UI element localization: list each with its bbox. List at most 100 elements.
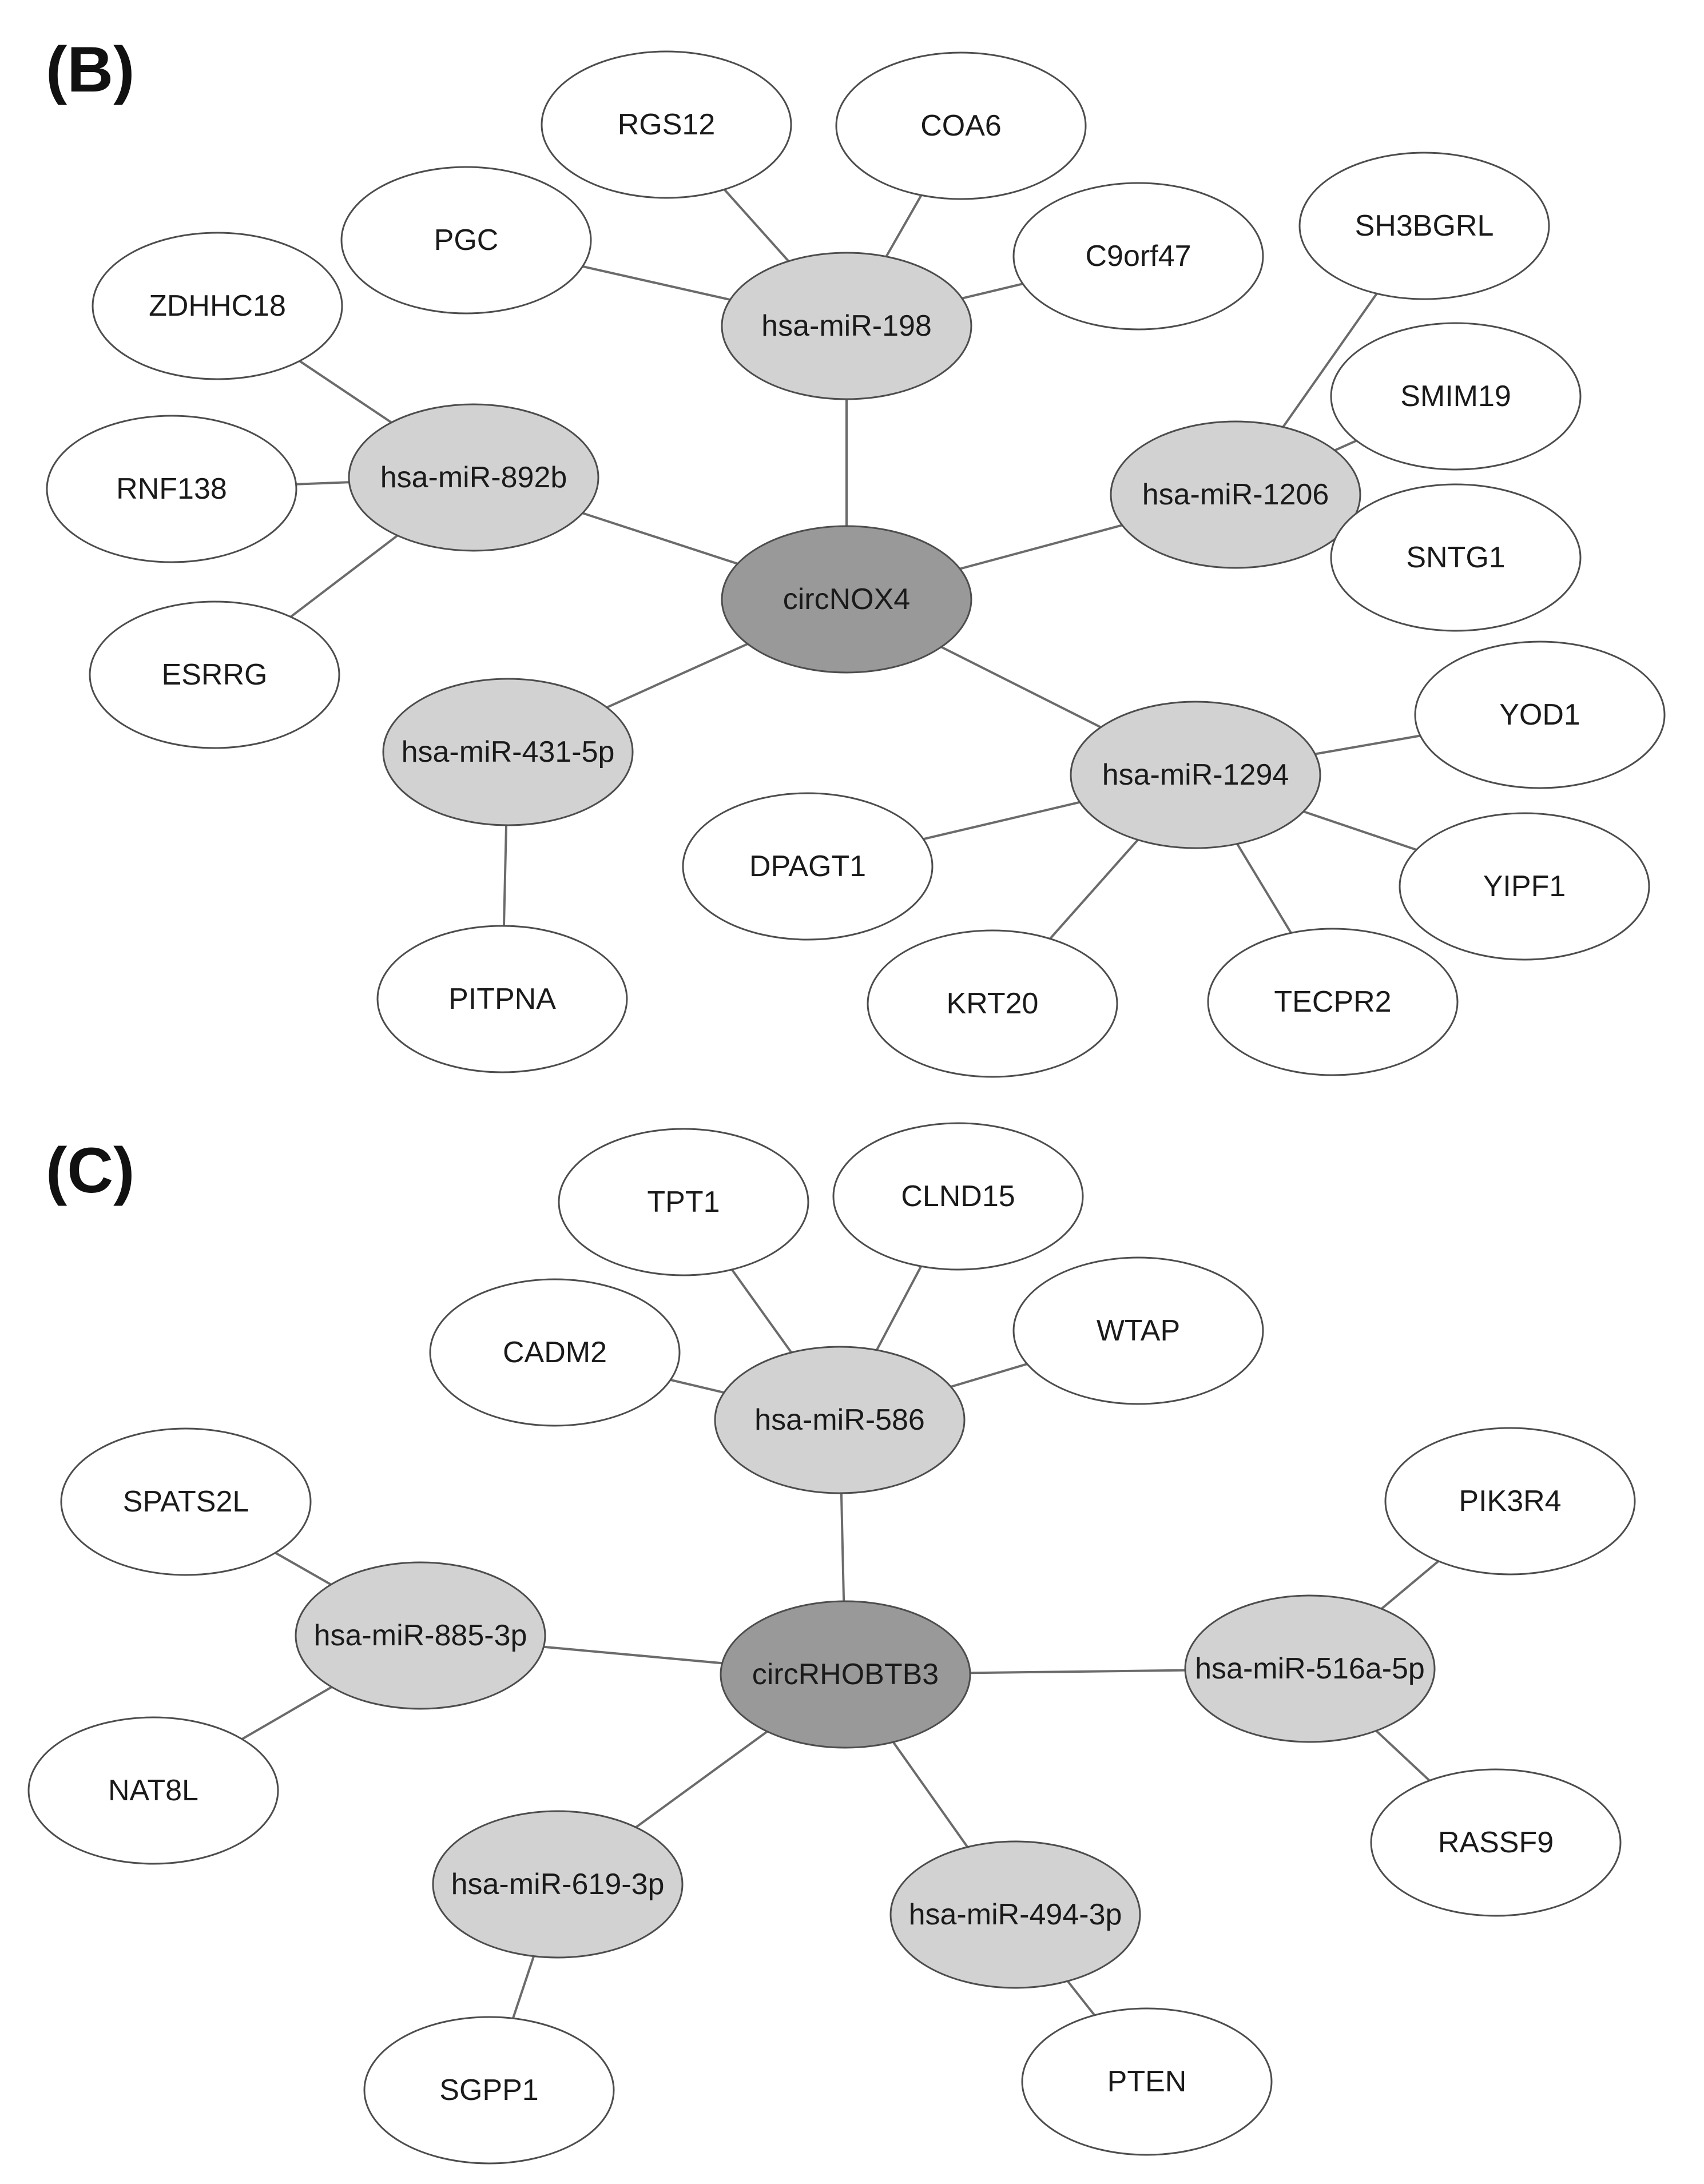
mirna-ellipse: [714, 1346, 966, 1494]
gene-node-pten: PTEN: [1021, 2007, 1273, 2156]
mirna-label: hsa-miR-431-5p: [402, 735, 615, 769]
mirna-ellipse: [382, 678, 634, 826]
gene-label: YOD1: [1499, 698, 1580, 731]
gene-ellipse: [867, 929, 1118, 1078]
gene-label: SH3BGRL: [1355, 209, 1494, 242]
gene-ellipse: [682, 792, 934, 941]
gene-node-rnf138: RNF138: [46, 415, 297, 563]
gene-ellipse: [1012, 1256, 1264, 1405]
gene-node-rassf9: RASSF9: [1370, 1768, 1622, 1917]
gene-label: PTEN: [1107, 2065, 1187, 2098]
gene-ellipse: [46, 415, 297, 563]
gene-node-esrrg: ESRRG: [89, 600, 340, 749]
gene-label: WTAP: [1097, 1314, 1180, 1347]
gene-node-krt20: KRT20: [867, 929, 1118, 1078]
gene-ellipse: [1399, 812, 1650, 961]
gene-node-sntg1: SNTG1: [1330, 483, 1582, 632]
gene-node-coa6: COA6: [835, 51, 1087, 200]
gene-label: PGC: [434, 224, 499, 257]
mirna-node-hsa-mir-885-3p: hsa-miR-885-3p: [295, 1561, 546, 1710]
gene-label: C9orf47: [1086, 240, 1191, 273]
gene-node-sh3bgrl: SH3BGRL: [1298, 152, 1550, 300]
gene-label: CLND15: [901, 1180, 1015, 1213]
gene-label: PIK3R4: [1459, 1485, 1561, 1518]
gene-node-c9orf47: C9orf47: [1012, 182, 1264, 331]
gene-label: TPT1: [647, 1186, 720, 1219]
gene-node-pgc: PGC: [340, 166, 592, 315]
gene-node-cadm2: CADM2: [429, 1278, 681, 1427]
gene-ellipse: [60, 1427, 312, 1576]
gene-node-spats2l: SPATS2L: [60, 1427, 312, 1576]
gene-ellipse: [1414, 641, 1666, 789]
gene-node-smim19: SMIM19: [1330, 322, 1582, 471]
mirna-label: hsa-miR-892b: [380, 461, 567, 494]
mirna-ellipse: [1070, 701, 1321, 849]
gene-ellipse: [1330, 322, 1582, 471]
gene-node-tecpr2: TECPR2: [1207, 928, 1459, 1076]
mirna-node-hsa-mir-516a-5p: hsa-miR-516a-5p: [1184, 1594, 1436, 1743]
mirna-node-hsa-mir-198: hsa-miR-198: [721, 252, 972, 400]
gene-label: KRT20: [947, 987, 1039, 1020]
gene-ellipse: [1207, 928, 1459, 1076]
gene-ellipse: [541, 50, 792, 199]
gene-ellipse: [832, 1122, 1084, 1271]
gene-ellipse: [1298, 152, 1550, 300]
circrna-ellipse: [720, 1600, 971, 1749]
gene-label: SMIM19: [1400, 380, 1511, 413]
mirna-node-hsa-mir-494-3p: hsa-miR-494-3p: [889, 1840, 1141, 1989]
mirna-node-hsa-mir-431-5p: hsa-miR-431-5p: [382, 678, 634, 826]
gene-label: SNTG1: [1406, 541, 1505, 574]
gene-node-tpt1: TPT1: [558, 1128, 809, 1276]
gene-ellipse: [1012, 182, 1264, 331]
mirna-label: hsa-miR-198: [761, 309, 932, 343]
gene-label: YIPF1: [1483, 870, 1566, 903]
gene-ellipse: [89, 600, 340, 749]
mirna-label: hsa-miR-586: [754, 1403, 925, 1437]
mirna-node-hsa-mir-892b: hsa-miR-892b: [348, 403, 599, 552]
mirna-label: hsa-miR-1294: [1102, 758, 1289, 791]
gene-label: CADM2: [503, 1336, 607, 1369]
gene-node-pitpna: PITPNA: [376, 925, 628, 1073]
gene-label: RASSF9: [1438, 1826, 1554, 1859]
gene-ellipse: [376, 925, 628, 1073]
mirna-label: hsa-miR-1206: [1142, 478, 1329, 511]
gene-ellipse: [363, 2016, 615, 2165]
mirna-label: hsa-miR-494-3p: [909, 1898, 1122, 1931]
circrna-node-circrhobtb3: circRHOBTB3: [720, 1600, 971, 1749]
gene-node-wtap: WTAP: [1012, 1256, 1264, 1405]
gene-node-pik3r4: PIK3R4: [1384, 1427, 1636, 1576]
gene-label: RGS12: [618, 108, 716, 141]
mirna-label: hsa-miR-885-3p: [314, 1619, 527, 1652]
mirna-node-hsa-mir-586: hsa-miR-586: [714, 1346, 966, 1494]
gene-ellipse: [1384, 1427, 1636, 1576]
gene-node-clnd15: CLND15: [832, 1122, 1084, 1271]
gene-label: PITPNA: [448, 982, 556, 1016]
mirna-label: hsa-miR-619-3p: [451, 1868, 665, 1901]
gene-label: SPATS2L: [123, 1485, 249, 1518]
mirna-ellipse: [295, 1561, 546, 1710]
circrna-label: circNOX4: [783, 583, 910, 616]
gene-ellipse: [92, 232, 343, 380]
gene-ellipse: [835, 51, 1087, 200]
gene-node-sgpp1: SGPP1: [363, 2016, 615, 2165]
gene-label: DPAGT1: [749, 850, 866, 883]
gene-label: SGPP1: [439, 2074, 538, 2107]
gene-ellipse: [1370, 1768, 1622, 1917]
circrna-label: circRHOBTB3: [752, 1658, 939, 1691]
gene-node-zdhhc18: ZDHHC18: [92, 232, 343, 380]
gene-ellipse: [1330, 483, 1582, 632]
gene-ellipse: [558, 1128, 809, 1276]
mirna-ellipse: [432, 1810, 684, 1959]
mirna-ellipse: [889, 1840, 1141, 1989]
mirna-node-hsa-mir-1206: hsa-miR-1206: [1110, 420, 1361, 569]
gene-node-rgs12: RGS12: [541, 50, 792, 199]
gene-node-yipf1: YIPF1: [1399, 812, 1650, 961]
gene-label: COA6: [920, 109, 1002, 142]
gene-node-yod1: YOD1: [1414, 641, 1666, 789]
mirna-node-hsa-mir-1294: hsa-miR-1294: [1070, 701, 1321, 849]
panel-b-label: (B): [46, 34, 134, 105]
gene-node-nat8l: NAT8L: [27, 1716, 279, 1865]
gene-ellipse: [340, 166, 592, 315]
